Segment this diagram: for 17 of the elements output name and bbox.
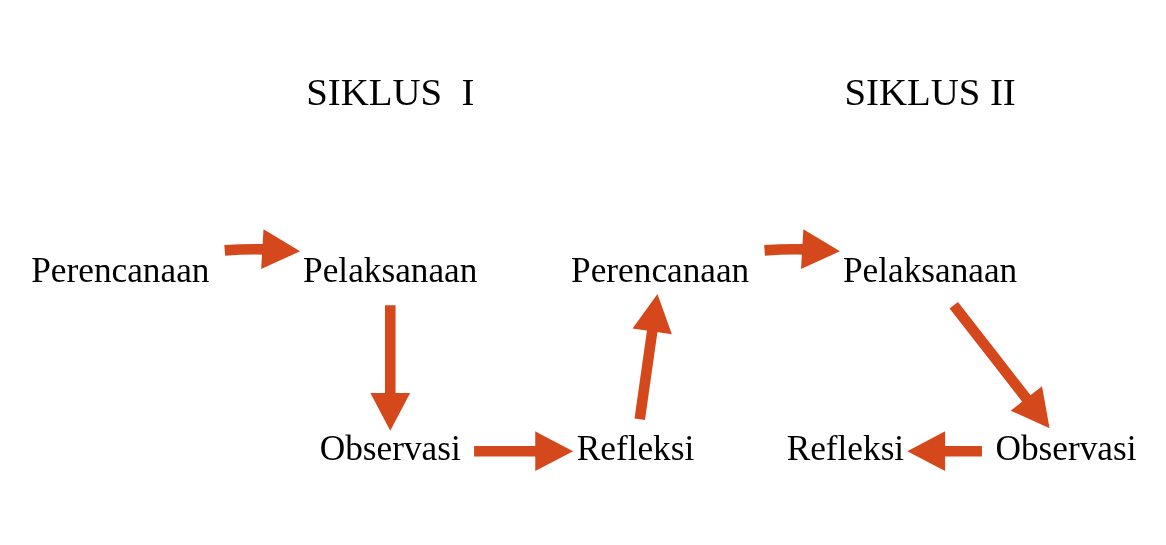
node-text: Refleksi: [576, 428, 695, 468]
node-text: Pelaksanaan: [842, 250, 1018, 290]
node-text: Observasi: [319, 428, 461, 468]
arrow: [949, 301, 1050, 428]
node-text: Refleksi: [786, 428, 905, 468]
arrow: [764, 228, 840, 269]
arrow: [224, 228, 301, 269]
node-text: Perencanaan: [571, 250, 750, 290]
arrow: [632, 293, 672, 420]
arrow: [370, 304, 411, 431]
node-text: Observasi: [995, 428, 1137, 468]
label: SIKLUS I: [306, 69, 475, 113]
node-text: Pelaksanaan: [303, 250, 478, 290]
node-text: Perencanaan: [31, 250, 210, 290]
arrow: [907, 430, 982, 471]
arrow: [474, 430, 574, 471]
label: SIKLUS II: [844, 69, 1016, 113]
